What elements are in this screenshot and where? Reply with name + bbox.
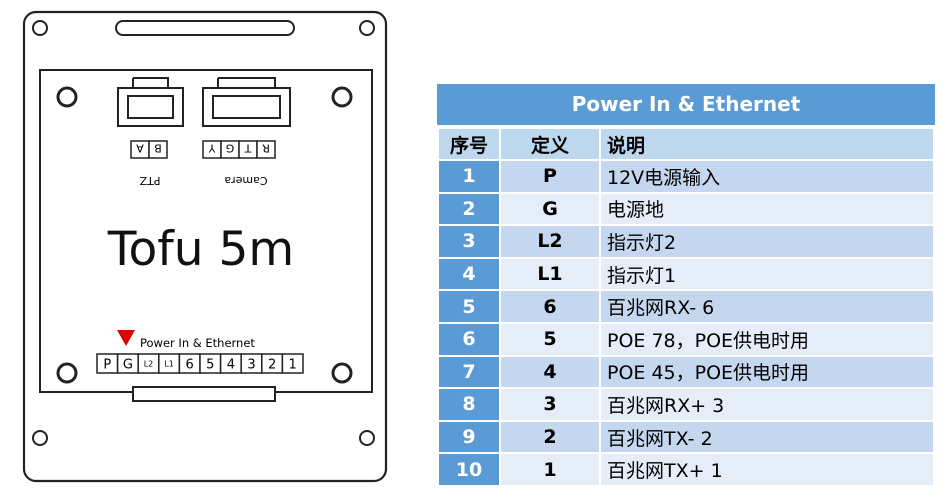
power-marker-triangle [117,330,135,346]
row-index: 2 [437,191,501,227]
pin-label: G [226,142,235,155]
header-definition: 定义 [499,127,601,161]
row-definition: 4 [499,354,601,390]
row-index: 6 [437,321,501,357]
row-index: 3 [437,224,501,259]
pin-label: 6 [186,358,194,373]
row-definition: 1 [499,452,601,487]
row-definition: 3 [499,387,601,422]
row-description: 指示灯2 [599,224,935,259]
power-label: Power In & Ethernet [140,336,255,350]
pin-label: G [123,358,133,373]
row-definition: 2 [499,419,601,455]
pin-label: Y [208,142,216,155]
pin-table-title: Power In & Ethernet [437,84,935,127]
ptz-label: PTZ [139,174,160,187]
row-index: 5 [437,289,501,324]
mounting-holes [56,86,353,384]
pin-box [148,140,168,159]
camera-connector [202,77,291,127]
pin-label: 1 [289,358,297,373]
row-index: 9 [437,419,501,455]
row-description: 百兆网TX+ 1 [599,452,935,487]
row-definition: 5 [499,321,601,357]
row-definition: 6 [499,289,601,324]
row-description: 百兆网TX- 2 [599,419,935,455]
top-notch [115,20,295,36]
row-description: 百兆网RX+ 3 [599,387,935,422]
row-description: 指示灯1 [599,256,935,292]
row-index: 7 [437,354,501,390]
pin-label: L2 [144,360,154,369]
row-description: 百兆网RX- 6 [599,289,935,324]
board-title: Tofu 5m [107,222,294,277]
row-index: 8 [437,387,501,422]
row-definition: G [499,191,601,227]
row-definition: L1 [499,256,601,292]
camera-label: Camera [224,174,267,187]
pin-label: 5 [206,358,214,373]
ptz-connector [117,77,184,127]
row-description: POE 78，POE供电时用 [599,321,935,357]
row-index: 1 [437,159,501,194]
pin-label: 2 [268,358,276,373]
row-description: POE 45，POE供电时用 [599,354,935,390]
row-description: 12V电源输入 [599,159,935,194]
pin-table-header: 序号 定义 说明 [437,127,935,161]
pin-label: L1 [164,360,174,369]
pin-box [281,353,304,374]
pin-label: 4 [227,358,235,373]
bottom-notch [132,386,276,402]
corner-holes [32,20,375,446]
board-inner-outline [39,69,373,393]
row-definition: L2 [499,224,601,259]
pin-label: T [244,142,252,155]
pin-label: B [154,142,162,155]
pin-label: P [103,358,111,373]
pin-label: R [262,142,270,155]
header-index: 序号 [437,127,501,161]
row-index: 10 [437,452,501,487]
row-index: 4 [437,256,501,292]
pin-label: A [136,142,144,155]
header-description: 说明 [599,127,935,161]
pin-box [256,140,276,159]
pin-label: 3 [247,358,255,373]
row-description: 电源地 [599,191,935,227]
row-definition: P [499,159,601,194]
